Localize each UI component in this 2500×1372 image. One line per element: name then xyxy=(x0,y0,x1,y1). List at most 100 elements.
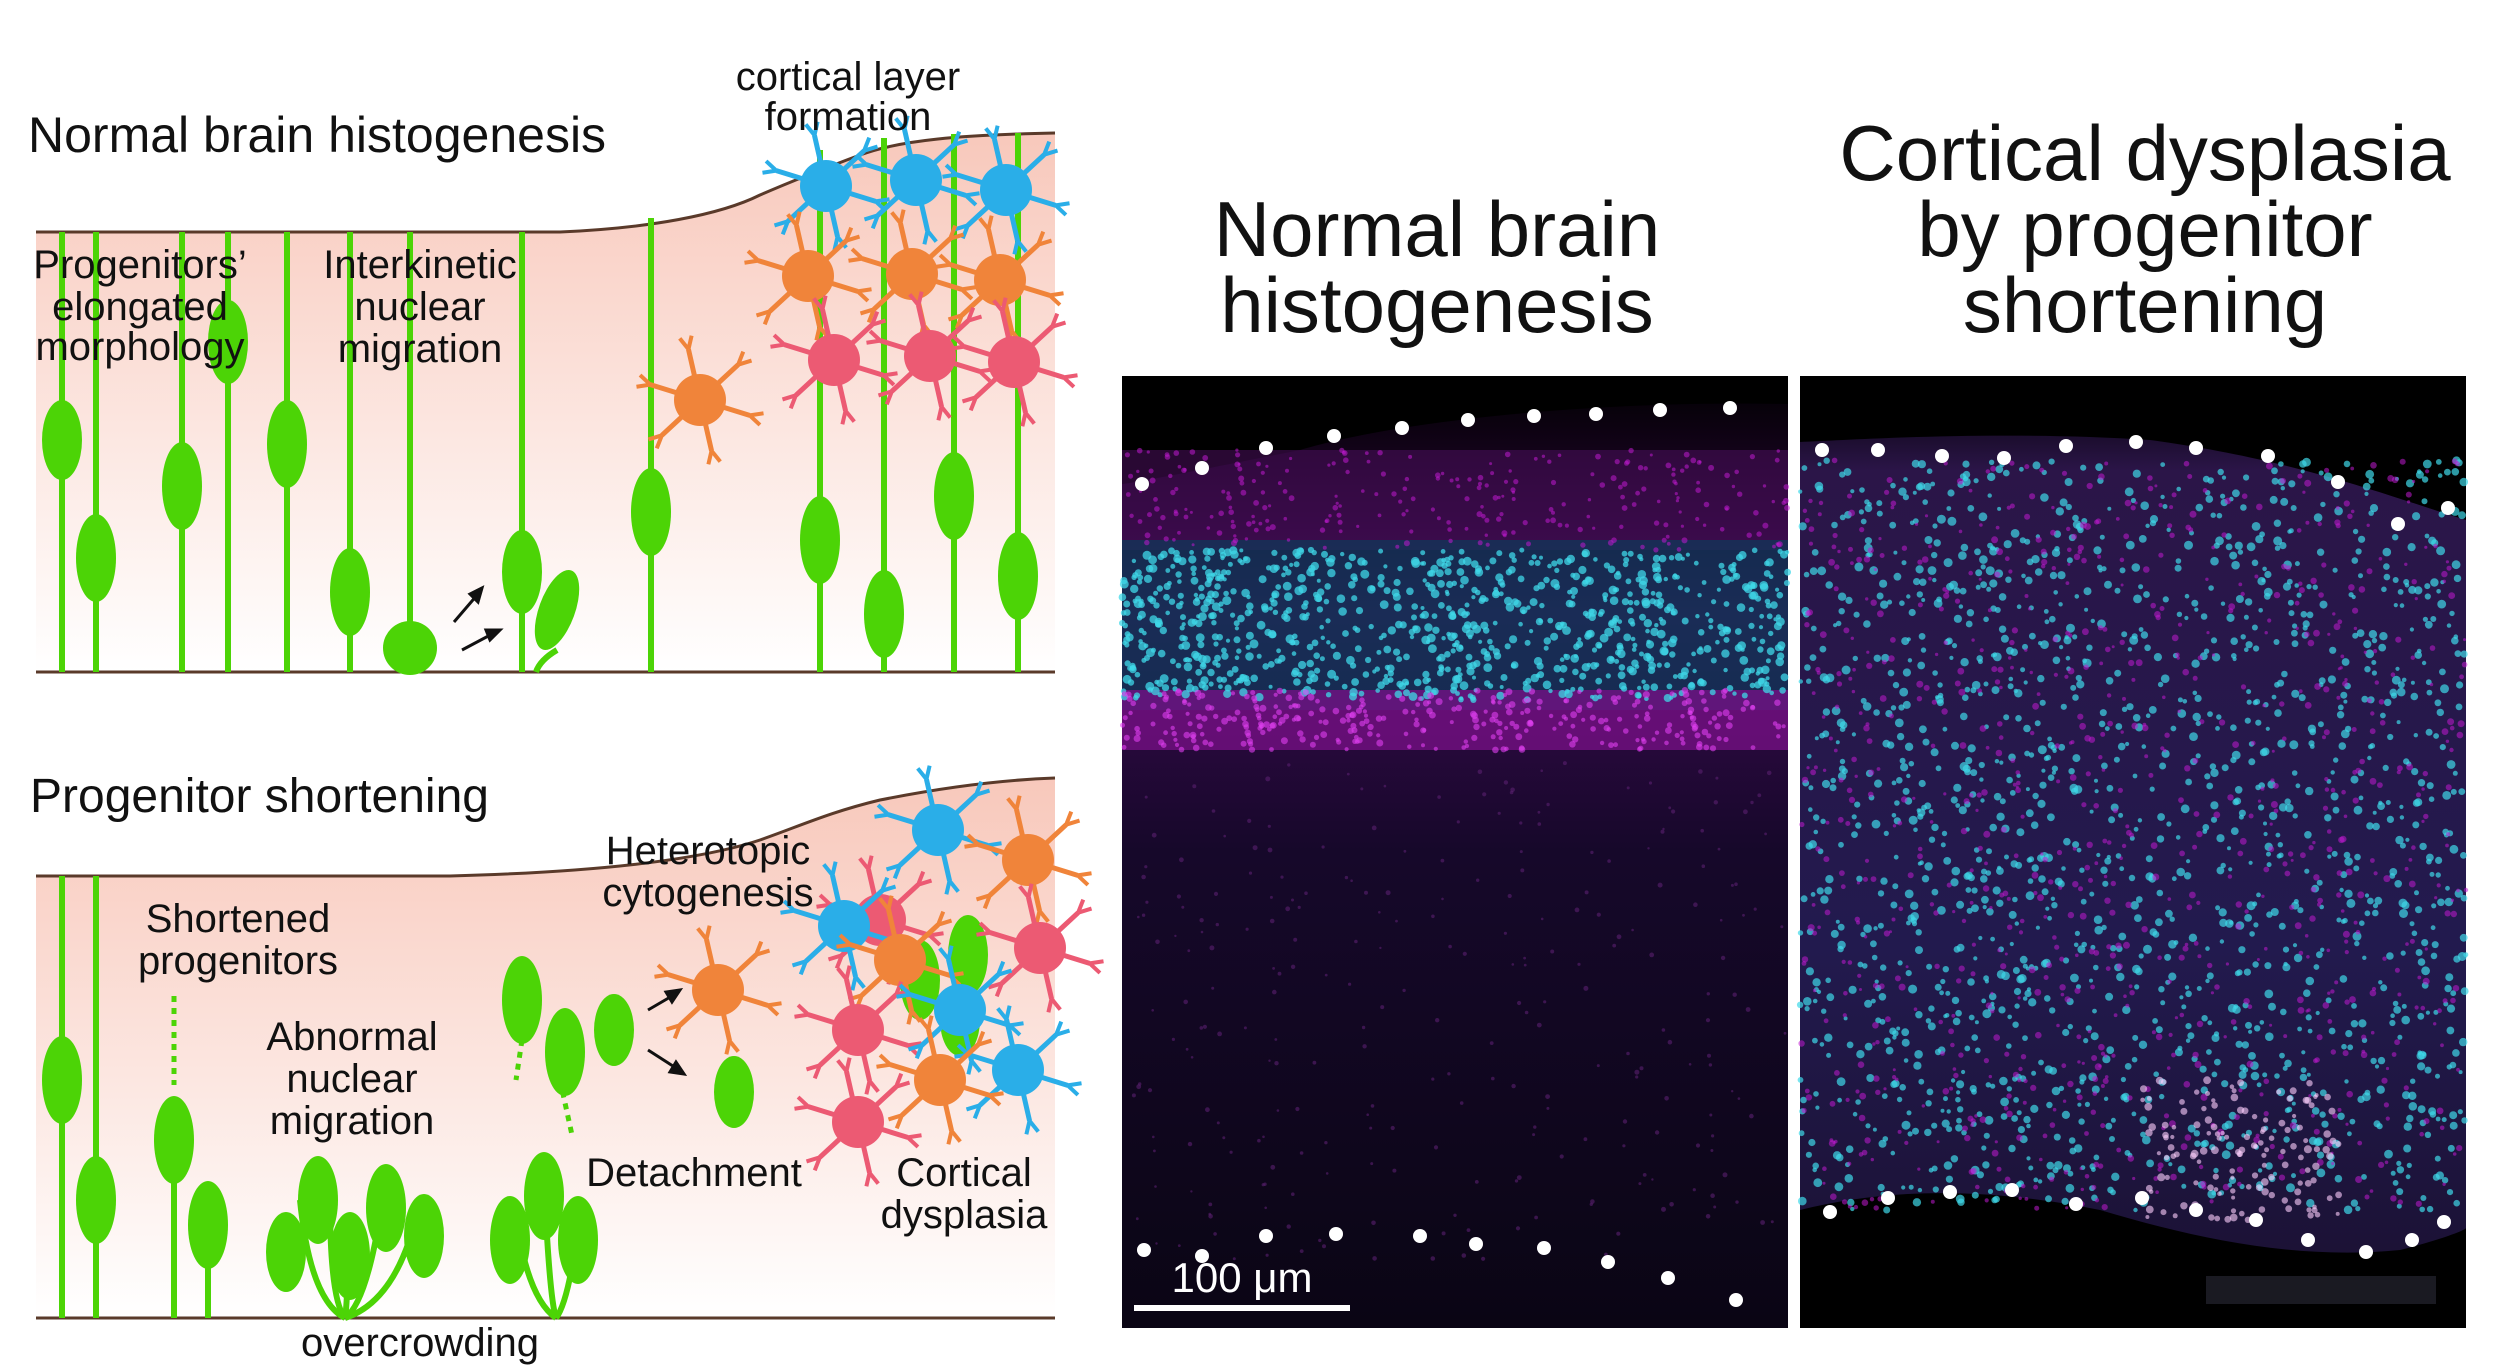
outline-dot xyxy=(2069,1197,2083,1211)
outline-dot xyxy=(1943,1185,1957,1199)
neuron-cell xyxy=(954,1005,1082,1135)
progenitor-nucleus xyxy=(154,1096,194,1184)
dysplasia-micrograph xyxy=(1796,376,2469,1328)
label-abnormal-3: migration xyxy=(270,1099,435,1143)
progenitor-nucleus xyxy=(266,1212,306,1292)
right-micrograph-title-2: by progenitor xyxy=(1917,185,2372,273)
label-cortical-layer-1: cortical layer xyxy=(736,55,961,99)
label-abnormal-2: nuclear xyxy=(286,1057,417,1101)
progenitor-nucleus xyxy=(42,400,82,480)
neuron-cell xyxy=(876,1015,1004,1145)
outline-dot xyxy=(1195,461,1209,475)
progenitor-nucleus xyxy=(76,514,116,602)
heterotopic-arrows xyxy=(647,988,688,1076)
outline-dot xyxy=(1469,1237,1483,1251)
progenitor-nucleus xyxy=(330,548,370,636)
label-heterotopic-2: cytogenesis xyxy=(602,871,813,915)
progenitor-nucleus xyxy=(998,532,1038,620)
outline-dot xyxy=(1601,1255,1615,1269)
progenitor-nucleus xyxy=(594,994,634,1066)
neuron-cell xyxy=(964,795,1092,925)
neuron-cell xyxy=(848,209,976,339)
label-detachment: Detachment xyxy=(586,1151,802,1195)
normal-nuclei-speckle xyxy=(1118,447,1791,1261)
neuron-cell xyxy=(770,295,898,425)
neuron-cell xyxy=(976,883,1104,1013)
outline-dot xyxy=(1723,401,1737,415)
outline-dot xyxy=(1329,1227,1343,1241)
bottom-title: Progenitor shortening xyxy=(30,770,489,823)
outline-dot xyxy=(2249,1213,2263,1227)
outline-dot xyxy=(1527,409,1541,423)
label-progenitors-2: elongated xyxy=(52,285,228,329)
progenitor-nucleus xyxy=(934,452,974,540)
top-schematic: Normal brain histogenesis cortical layer… xyxy=(28,55,1078,675)
outline-dot xyxy=(2261,449,2275,463)
outline-dot xyxy=(2331,475,2345,489)
progenitor-nucleus xyxy=(42,1036,82,1124)
top-neurons xyxy=(636,115,1078,465)
dysplasia-micrograph-background xyxy=(1800,376,2466,1328)
outline-dot xyxy=(1653,403,1667,417)
bottom-dashed-tails xyxy=(171,996,575,1136)
progenitor-nucleus xyxy=(76,1156,116,1244)
outline-dot xyxy=(2405,1233,2419,1247)
normal-micrograph: 100 μm xyxy=(1118,376,1791,1328)
bottom-schematic: Progenitor shortening Shortened progenit… xyxy=(30,765,1104,1365)
neuron-cell xyxy=(636,335,764,465)
neuron-cell xyxy=(852,115,980,245)
dysplasia-nuclei-speckle xyxy=(1796,456,2469,1224)
top-title: Normal brain histogenesis xyxy=(28,107,606,163)
right-micrograph-title-1: Cortical dysplasia xyxy=(1839,109,2451,197)
progenitor-nucleus xyxy=(490,1196,530,1284)
outline-dot xyxy=(1195,1249,1209,1263)
label-abnormal-1: Abnormal xyxy=(266,1015,437,1059)
left-micrograph-title-1: Normal brain xyxy=(1214,185,1660,273)
progenitor-nucleus xyxy=(162,442,202,530)
scale-bar-label: 100 μm xyxy=(1172,1254,1313,1301)
label-heterotopic-1: Heterotopic xyxy=(606,829,811,873)
normal-outside-tissue xyxy=(1122,376,1788,484)
outline-dot xyxy=(2135,1191,2149,1205)
bottom-nuclei xyxy=(42,915,988,1300)
progenitor-nucleus xyxy=(502,530,542,614)
outline-dot xyxy=(2359,1245,2373,1259)
progenitor-nucleus xyxy=(366,1164,406,1252)
progenitor-nucleus xyxy=(188,1181,228,1269)
top-nuclei xyxy=(42,300,1038,675)
right-micrograph-title-3: shortening xyxy=(1963,261,2327,349)
progenitor-nucleus xyxy=(714,1056,754,1128)
outline-dot xyxy=(1823,1205,1837,1219)
neuron-cell xyxy=(780,861,908,991)
progenitor-nucleus xyxy=(534,570,580,650)
label-shortened-2: progenitors xyxy=(138,939,338,983)
outline-dot xyxy=(1729,1293,1743,1307)
bottom-pial-surface xyxy=(36,776,1056,878)
outline-dot xyxy=(2441,501,2455,515)
ink-arrows xyxy=(452,585,504,652)
progenitor-nucleus xyxy=(524,1152,564,1240)
label-interkinetic-1: Interkinetic xyxy=(323,243,516,287)
normal-outline-dots xyxy=(1135,401,1743,1307)
progenitor-nucleus xyxy=(330,1212,370,1300)
outline-dot xyxy=(1935,449,1949,463)
label-shortened-1: Shortened xyxy=(146,897,331,941)
progenitor-nucleus xyxy=(383,621,437,675)
outline-dot xyxy=(2437,1215,2451,1229)
neuron-cell xyxy=(794,1057,922,1187)
neuron-migration-tail xyxy=(533,647,559,674)
neuron-cell xyxy=(654,925,782,1055)
outline-dot xyxy=(2391,517,2405,531)
micrograph-titles: Normal brain histogenesis Cortical dyspl… xyxy=(1214,109,2451,349)
outline-dot xyxy=(1871,443,1885,457)
label-progenitors-3: morphology xyxy=(35,325,244,369)
outline-dot xyxy=(2189,1203,2203,1217)
outline-dot xyxy=(2129,435,2143,449)
outline-dot xyxy=(1413,1229,1427,1243)
label-interkinetic-2: nuclear xyxy=(354,285,485,329)
progenitor-nucleus xyxy=(267,400,307,488)
outline-dot xyxy=(2005,1183,2019,1197)
outline-dot xyxy=(2059,439,2073,453)
progenitor-nucleus xyxy=(864,570,904,658)
